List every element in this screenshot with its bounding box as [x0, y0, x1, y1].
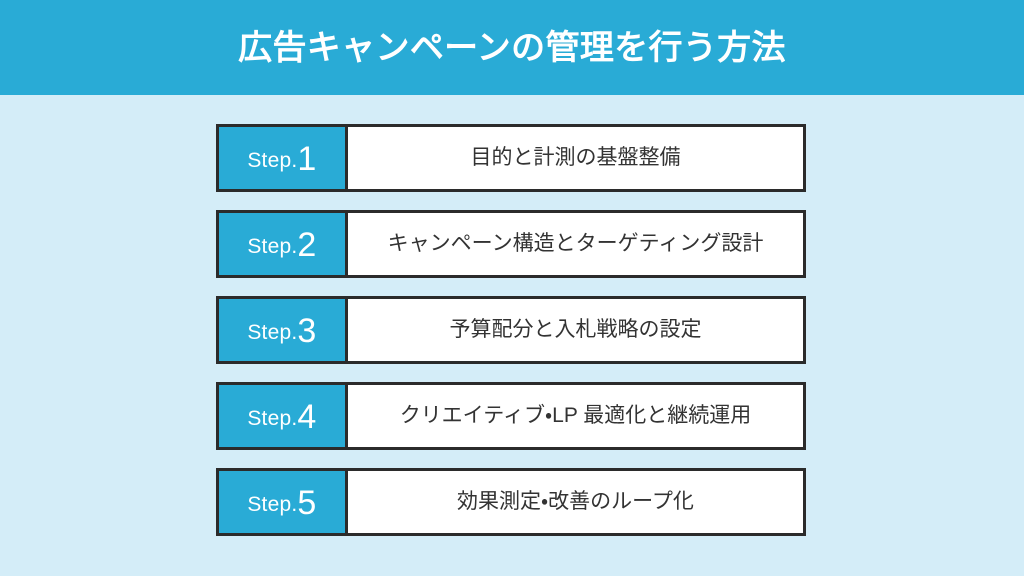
step-badge-word: Step. [247, 492, 298, 516]
step-badge-word: Step. [247, 234, 298, 258]
step-badge-number: 2 [297, 226, 317, 264]
step-badge-word: Step. [247, 148, 298, 172]
step-list: Step.1 目的と計測の基盤整備 Step.2 キャンペーン構造とターゲティン… [216, 124, 806, 536]
step-label: 効果測定・改善のループ化 [457, 490, 694, 514]
page-title: 広告キャンペーンの管理を行う方法 [238, 28, 786, 67]
step-badge-number: 1 [297, 140, 317, 178]
step-badge-number: 5 [297, 484, 317, 522]
step-row[interactable]: Step.4 クリエイティブ・LP 最適化と継続運用 [216, 382, 806, 450]
step-badge-number: 4 [297, 398, 317, 436]
step-label-cell-5: 効果測定・改善のループ化 [348, 471, 803, 533]
step-row[interactable]: Step.2 キャンペーン構造とターゲティング設計 [216, 210, 806, 278]
step-badge-1: Step.1 [219, 127, 348, 189]
step-badge-3: Step.3 [219, 299, 348, 361]
step-label-cell-4: クリエイティブ・LP 最適化と継続運用 [348, 385, 803, 447]
step-badge-word: Step. [247, 406, 298, 430]
step-badge-5: Step.5 [219, 471, 348, 533]
step-label: クリエイティブ・LP 最適化と継続運用 [399, 404, 752, 428]
step-badge-word: Step. [247, 320, 298, 344]
step-badge-4: Step.4 [219, 385, 348, 447]
step-row[interactable]: Step.3 予算配分と入札戦略の設定 [216, 296, 806, 364]
step-label: 予算配分と入札戦略の設定 [449, 318, 702, 342]
step-badge-number: 3 [297, 312, 317, 350]
step-label: キャンペーン構造とターゲティング設計 [387, 232, 764, 256]
header-band: 広告キャンペーンの管理を行う方法 [0, 0, 1024, 95]
step-label-cell-1: 目的と計測の基盤整備 [348, 127, 803, 189]
step-label-cell-3: 予算配分と入札戦略の設定 [348, 299, 803, 361]
step-label: 目的と計測の基盤整備 [470, 146, 681, 170]
step-row[interactable]: Step.1 目的と計測の基盤整備 [216, 124, 806, 192]
step-badge-2: Step.2 [219, 213, 348, 275]
step-row[interactable]: Step.5 効果測定・改善のループ化 [216, 468, 806, 536]
step-label-cell-2: キャンペーン構造とターゲティング設計 [348, 213, 803, 275]
